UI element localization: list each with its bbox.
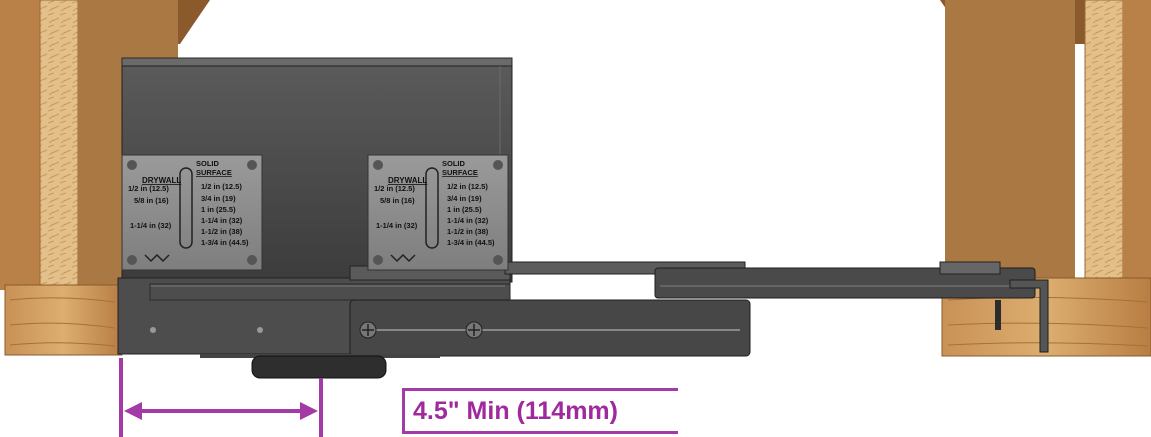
plate-2-left-row-2: 5/8 in (16) [380,196,415,205]
chevron-mark-icon [144,253,170,263]
plate-1-left-row-3: 1-1/4 in (32) [130,221,172,230]
chevron-mark-icon [390,253,416,263]
plate-2-right-row-5: 1-1/2 in (38) [447,227,489,236]
right-joist [940,0,1151,357]
plate-2-right-row-3: 1 in (25.5) [447,205,482,214]
rail-screw-2 [465,321,483,339]
plate-2-header-solid: SOLID [442,159,466,168]
plate-1-right-row-3: 1 in (25.5) [201,205,236,214]
plate-1-right-row-1: 1/2 in (12.5) [201,182,242,191]
plate-2-right-row-4: 1-1/4 in (32) [447,216,489,225]
dimension-label: 4.5" Min (114mm) [402,388,678,434]
slide-rail [349,261,1049,357]
plate-1-header-surface: SURFACE [196,168,232,177]
plate-1-header-drywall: DRYWALL [142,176,181,185]
dimension-line [119,358,323,437]
plate-1-right-row-6: 1-3/4 in (44.5) [201,238,249,247]
plate-2-header-drywall: DRYWALL [388,176,427,185]
plate-2-left-row-1: 1/2 in (12.5) [374,184,415,193]
plate-1-left-row-2: 5/8 in (16) [134,196,169,205]
plate-2-right-row-6: 1-3/4 in (44.5) [447,238,495,247]
plate-screw-icon [373,160,503,265]
plate-1-left-row-1: 1/2 in (12.5) [128,184,169,193]
arrow-right-icon [300,402,318,420]
depth-gauge-plate-1: DRYWALL SOLID SURFACE 1/2 in (12.5) 5/8 … [121,154,263,271]
depth-gauge-plate-2: DRYWALL SOLID SURFACE 1/2 in (12.5) 5/8 … [367,154,509,271]
plate-screw-icon [127,160,257,265]
plate-2-left-row-3: 1-1/4 in (32) [376,221,418,230]
rail-screw-1 [359,321,377,339]
trim-ring [200,354,440,379]
plate-2-right-row-1: 1/2 in (12.5) [447,182,488,191]
plate-1-right-row-4: 1-1/4 in (32) [201,216,243,225]
plate-1-header-solid: SOLID [196,159,220,168]
arrow-left-icon [124,402,142,420]
plate-1-right-row-2: 3/4 in (19) [201,194,236,203]
plate-2-header-surface: SURFACE [442,168,478,177]
plate-1-right-row-5: 1-1/2 in (38) [201,227,243,236]
plate-2-right-row-2: 3/4 in (19) [447,194,482,203]
